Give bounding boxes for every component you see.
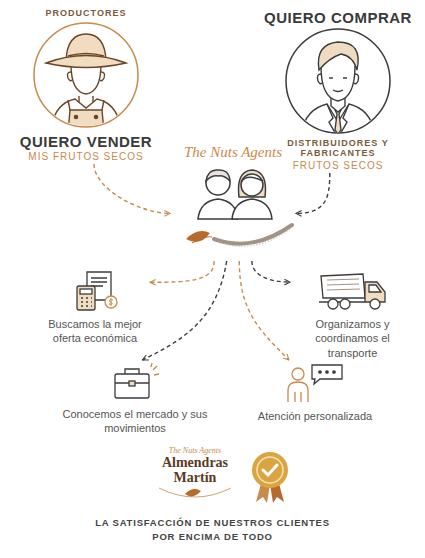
- truck-icon: [317, 270, 389, 312]
- bubble-dot: [333, 371, 335, 373]
- tie: [335, 110, 341, 134]
- farmer-illustration: [31, 20, 141, 130]
- node-text: QUIERO VENDER: [8, 133, 164, 150]
- caption-text: LA SATISFACCIÓN DE NUESTROS CLIENTES POR…: [88, 516, 338, 544]
- handle: [125, 369, 139, 374]
- swoosh: [214, 225, 292, 244]
- truck-lines: [319, 274, 385, 309]
- person-head: [292, 368, 304, 380]
- ears: [67, 72, 104, 81]
- dashed-connector: [143, 261, 227, 360]
- medal-check: [263, 465, 277, 475]
- woman-hair: [239, 170, 266, 197]
- dashed-connector: [150, 261, 214, 282]
- medal-ring: [257, 457, 283, 483]
- woman-body: [232, 199, 272, 219]
- support-icon: [284, 362, 346, 404]
- almond-line: [192, 237, 212, 243]
- case-body: [115, 374, 149, 398]
- face: [71, 64, 101, 94]
- shirt: [51, 99, 121, 130]
- medal-disc: [252, 452, 288, 488]
- overalls: [68, 110, 104, 130]
- brand-logo: The Nuts Agents Almendras Martín: [145, 446, 245, 486]
- farmer-figure: [46, 34, 126, 130]
- speech-bubble: [312, 365, 342, 384]
- node-text: Buscamos la mejor oferta económica: [42, 317, 148, 346]
- businessman-figure: [301, 42, 375, 136]
- hair: [318, 42, 358, 70]
- woman-fringe: [241, 177, 263, 182]
- calculator-icon: [71, 270, 119, 312]
- quality-medal: [250, 450, 290, 504]
- calculator-body: [77, 286, 95, 310]
- node-text: Conocemos el mercado y sus movimientos: [62, 407, 208, 436]
- node-text: The Nuts Agents: [172, 144, 294, 161]
- wheel: [340, 299, 350, 309]
- neck: [79, 96, 93, 102]
- briefcase-lines: [115, 363, 159, 398]
- bubble-lines: [312, 365, 342, 384]
- service-node: Buscamos la mejor oferta económica: [40, 268, 150, 348]
- service-node: Conocemos el mercado y sus movimientos: [60, 360, 210, 438]
- coin-mark: [109, 298, 113, 306]
- agents-node: The Nuts Agents: [170, 142, 296, 261]
- calculator-keys: [81, 298, 92, 306]
- sparkle: [151, 363, 159, 375]
- node-text: FRUTOS SECOS: [258, 160, 418, 171]
- hat-brim: [46, 56, 126, 68]
- support-lines: [288, 368, 308, 402]
- caption-area: LA SATISFACCIÓN DE NUESTROS CLIENTES POR…: [0, 516, 425, 544]
- logo-wordmark: Almendras Martín: [145, 455, 245, 486]
- businessman-illustration: [283, 26, 393, 136]
- briefcase-icon: [109, 362, 161, 402]
- straps: [68, 100, 104, 110]
- truck-bed: [321, 274, 365, 298]
- node-text: Organizamos y coordinamos el transporte: [292, 317, 413, 360]
- node-text: PRODUCTORES: [8, 8, 164, 18]
- dashed-connector: [94, 164, 170, 213]
- frame-circle: [286, 29, 390, 133]
- clasp: [129, 381, 135, 386]
- hat-band: [68, 54, 104, 57]
- man-hair: [206, 170, 230, 181]
- face: [321, 66, 355, 101]
- coin: [105, 296, 117, 308]
- logo-tagline-text: The Nuts Agents: [145, 446, 245, 455]
- logo-arc: [159, 488, 231, 497]
- logo-tagline: The Nuts Agents: [145, 446, 245, 455]
- seller-node: PRODUCTORES QUIERO VENDERMIS FRUTOS SECO…: [6, 4, 166, 164]
- person-body: [288, 382, 308, 402]
- service-node: Organizamos y coordinamos el transporte: [290, 268, 415, 362]
- ears: [317, 74, 358, 84]
- agents-illustration: [172, 163, 297, 259]
- dashed-connector: [296, 173, 330, 213]
- dashed-connector: [252, 261, 290, 282]
- node-text: Atención personalizada: [252, 409, 378, 423]
- dashed-connector: [239, 261, 289, 360]
- calculator-lines: [77, 272, 117, 310]
- button: [94, 115, 97, 118]
- person-arms: [295, 392, 301, 402]
- bed-ribs: [327, 279, 360, 290]
- features: [329, 78, 347, 92]
- service-node: Atención personalizada: [250, 360, 380, 425]
- woman-head: [241, 174, 263, 196]
- swoosh-texture: [218, 229, 290, 246]
- bubble-dot: [319, 371, 321, 373]
- wheel: [370, 299, 380, 309]
- bubble-dot: [326, 371, 328, 373]
- node-text: MIS FRUTOS SECOS: [8, 151, 164, 162]
- agents-figures: [198, 170, 272, 219]
- invoice-lines: [91, 278, 107, 286]
- node-text: QUIERO COMPRAR: [258, 9, 418, 26]
- button: [74, 115, 77, 118]
- cab-window: [369, 285, 381, 292]
- wheel: [328, 299, 338, 309]
- logo-almond: [185, 489, 201, 496]
- logo-wordmark-text: Almendras Martín: [145, 455, 245, 486]
- calculator-screen: [80, 289, 92, 294]
